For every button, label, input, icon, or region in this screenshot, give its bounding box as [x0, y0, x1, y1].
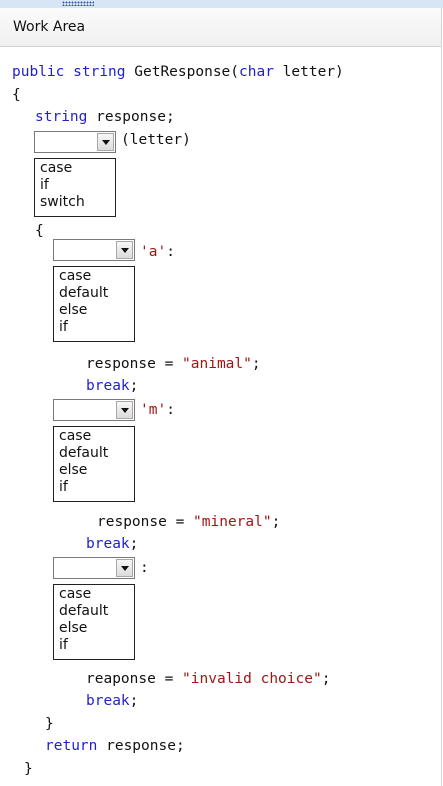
- option-default[interactable]: default: [59, 445, 109, 461]
- assign-mineral: response = "mineral";: [97, 514, 281, 530]
- option-else[interactable]: else: [59, 302, 88, 318]
- label-options-list-a: case default else if: [53, 266, 135, 342]
- work-area-header: Work Area: [0, 8, 442, 47]
- string-invalid-choice: "invalid choice": [182, 671, 322, 687]
- case-m-label: 'm':: [140, 402, 175, 418]
- keyword-char: char: [239, 64, 274, 80]
- option-if[interactable]: if: [40, 177, 49, 193]
- option-default[interactable]: default: [59, 603, 109, 619]
- response-declaration: string response;: [35, 108, 175, 126]
- option-else[interactable]: else: [59, 462, 88, 478]
- option-if[interactable]: if: [59, 479, 68, 495]
- break-statement-3: break;: [86, 693, 139, 709]
- string-animal: "animal": [182, 356, 252, 372]
- chevron-down-icon[interactable]: [116, 559, 133, 577]
- char-literal-m: 'm': [140, 402, 167, 418]
- keyword-return: return: [45, 738, 98, 754]
- char-literal-a: 'a': [140, 244, 167, 260]
- work-area-title: Work Area: [13, 19, 86, 35]
- string-mineral: "mineral": [193, 514, 272, 530]
- return-statement: return response;: [45, 738, 185, 754]
- option-case[interactable]: case: [40, 160, 73, 176]
- method-signature: public string GetResponse(char letter): [12, 63, 344, 81]
- label-options-list-default: case default else if: [53, 584, 135, 660]
- keyword-string: string: [73, 64, 126, 80]
- statement-options-list: case if switch: [34, 158, 116, 217]
- method-open-brace: {: [12, 87, 21, 103]
- option-switch[interactable]: switch: [40, 194, 85, 210]
- break-statement-1: break;: [86, 378, 139, 394]
- option-else[interactable]: else: [59, 620, 88, 636]
- chevron-down-icon[interactable]: [97, 133, 114, 151]
- keyword-string-2: string: [35, 109, 88, 125]
- method-close-brace: }: [24, 761, 33, 777]
- label-dropdown-m[interactable]: [53, 399, 135, 421]
- option-if[interactable]: if: [59, 637, 68, 653]
- block-open-brace: {: [35, 223, 44, 239]
- option-default[interactable]: default: [59, 285, 109, 301]
- method-name: GetResponse(: [134, 64, 240, 80]
- chevron-down-icon[interactable]: [116, 401, 133, 419]
- switch-argument: (letter): [121, 132, 191, 148]
- frame-border: [441, 46, 442, 786]
- option-case[interactable]: case: [59, 268, 92, 284]
- option-if[interactable]: if: [59, 319, 68, 335]
- label-options-list-m: case default else if: [53, 426, 135, 502]
- assign-animal: response = "animal";: [86, 356, 261, 372]
- label-dropdown-a[interactable]: [53, 239, 135, 261]
- declaration-rest: response;: [87, 109, 175, 125]
- top-strip: [0, 0, 443, 8]
- statement-dropdown[interactable]: [34, 131, 116, 153]
- assign-invalid: reaponse = "invalid choice";: [86, 671, 331, 687]
- param-name: letter): [273, 64, 344, 80]
- drag-grip-icon[interactable]: [62, 1, 94, 6]
- case-a-label: 'a':: [140, 244, 175, 260]
- chevron-down-icon[interactable]: [116, 241, 133, 259]
- default-colon: :: [140, 560, 149, 576]
- break-statement-2: break;: [86, 536, 139, 552]
- block-close-brace: }: [45, 716, 54, 732]
- option-case[interactable]: case: [59, 428, 92, 444]
- label-dropdown-default[interactable]: [53, 557, 135, 579]
- option-case[interactable]: case: [59, 586, 92, 602]
- keyword-public: public: [12, 64, 65, 80]
